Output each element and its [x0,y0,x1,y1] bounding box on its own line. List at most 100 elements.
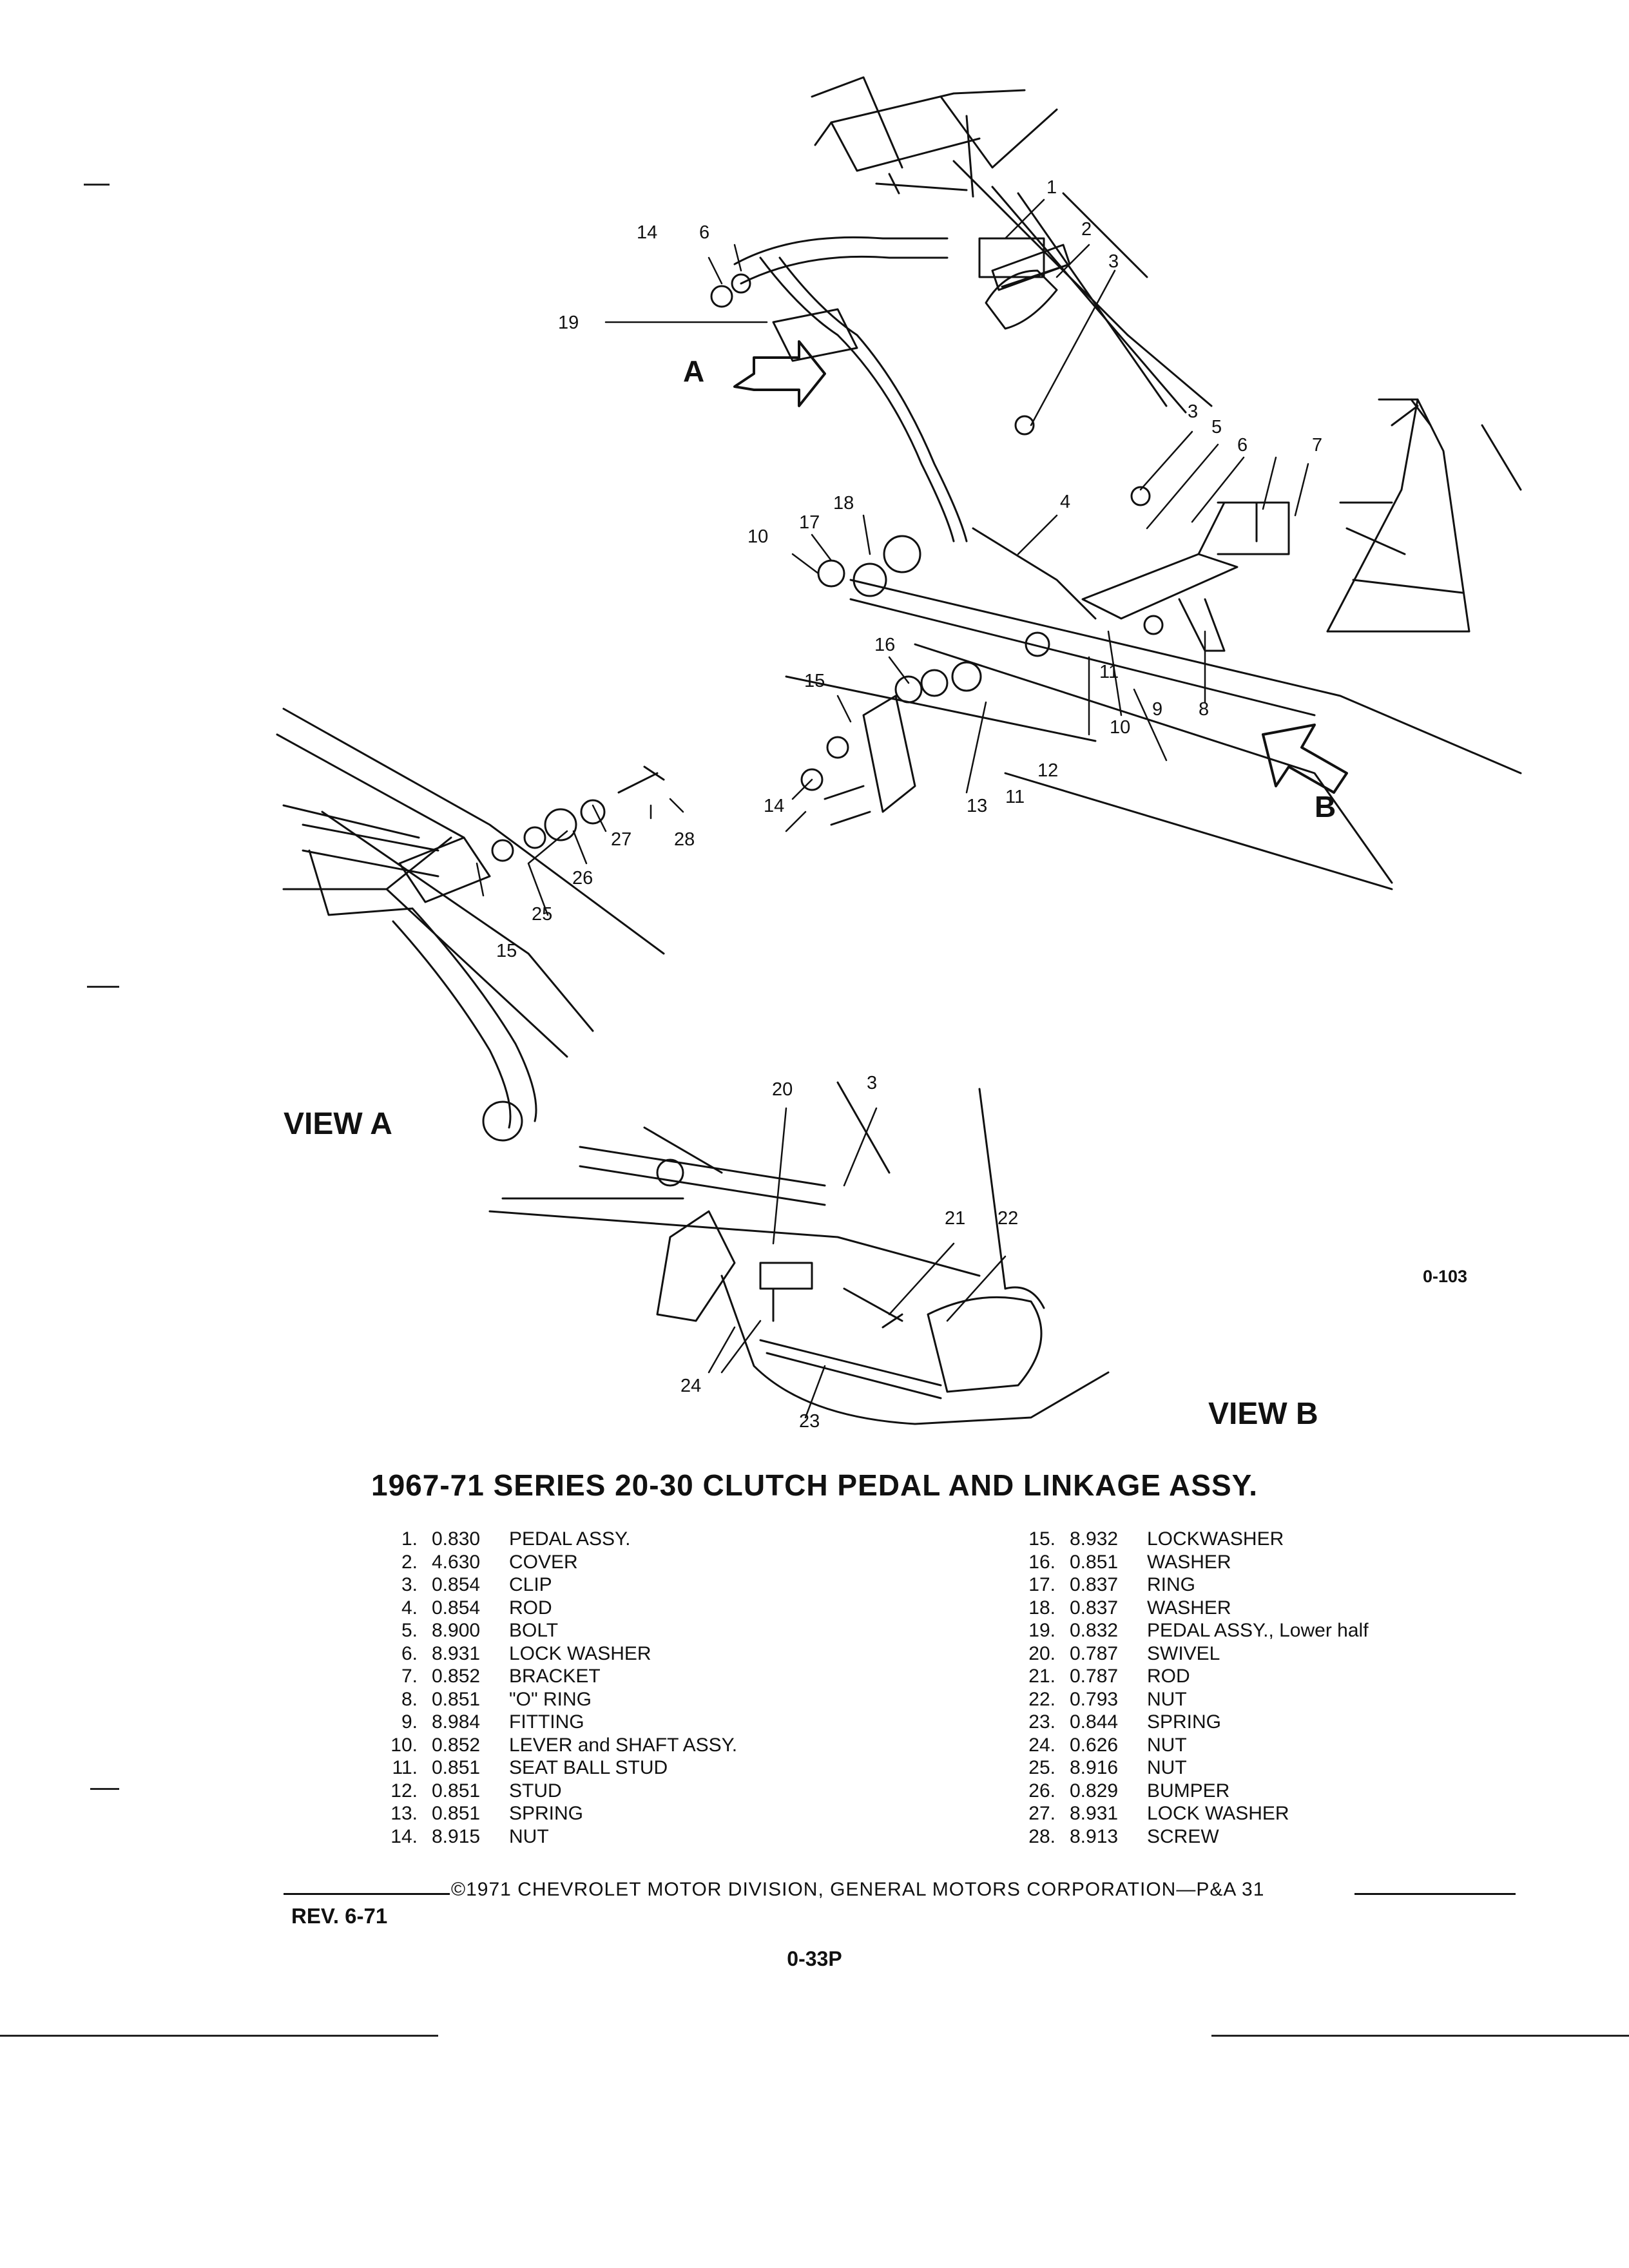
callout: 10 [1110,717,1130,738]
part-group-code: 8.931 [1070,1803,1119,1824]
view-b-swivel [759,1262,813,1322]
part-description: PEDAL ASSY., Lower half [1147,1620,1369,1641]
part-description: LOCK WASHER [1147,1803,1289,1824]
part-description: COVER [509,1551,578,1573]
callout: 5 [1211,417,1222,437]
legend-item: 28. 8.913 SCREW [1005,1826,1369,1849]
part-description: LOCKWASHER [1147,1528,1284,1550]
rule-right [1354,1893,1516,1895]
item-number: 4. [401,1597,418,1619]
item-number: 9. [401,1711,418,1733]
view-b-lower-panel [720,1274,1110,1425]
part-group-code: 8.913 [1070,1825,1119,1847]
part-description: STUD [509,1780,562,1802]
item-number: 21. [1028,1666,1055,1687]
cab-outer-edges [811,76,1213,414]
view-a-bracket [398,836,491,903]
callout: 14 [637,222,657,243]
callout: 12 [1037,760,1058,781]
callout: 15 [496,941,517,961]
pushrod-4 [972,527,1097,620]
part-description: LEVER and SHAFT ASSY. [509,1734,738,1756]
part-group-code: 0.844 [1070,1711,1119,1733]
part-description: NUT [509,1825,549,1847]
binder-mark [90,1788,119,1790]
part-group-code: 0.787 [1070,1642,1119,1664]
callout: 15 [804,671,825,691]
part-group-code: 0.829 [1070,1780,1119,1802]
part-group-code: 4.630 [432,1551,481,1573]
callout: 2 [1081,219,1092,240]
item-number: 20. [1028,1642,1055,1664]
view-b-spring [759,1339,942,1399]
item-number: 10. [390,1734,418,1756]
rule-left [284,1893,450,1895]
callout: 8 [1199,699,1209,720]
copyright-line: ©1971 CHEVROLET MOTOR DIVISION, GENERAL … [284,1878,1516,1903]
item-number: 14. [390,1825,418,1847]
view-a-pedal-pad [482,1100,523,1142]
part-group-code: 8.900 [432,1620,481,1641]
part-description: BRACKET [509,1666,601,1687]
cover-2 [985,269,1058,330]
right-panel-edge [1391,398,1522,491]
binder-mark [87,986,119,988]
callout: 9 [1152,699,1162,720]
fitting-9 [1143,615,1164,635]
item-number: 16. [1028,1551,1055,1573]
callout: 6 [1237,435,1248,456]
callout: 16 [874,635,895,655]
bottom-edge-rule [0,2035,438,2037]
part-description: SPRING [1147,1711,1222,1733]
callout: 11 [1099,662,1119,682]
nut-14-upper [710,273,751,308]
leader-lines [476,198,1309,1419]
callout: 28 [674,829,695,850]
item-number: 28. [1028,1825,1055,1847]
item-number: 13. [390,1803,418,1824]
item-number: 5. [401,1620,418,1641]
copyright-text: ©1971 CHEVROLET MOTOR DIVISION, GENERAL … [451,1879,1265,1900]
part-description: "O" RING [509,1688,592,1710]
part-group-code: 0.832 [1070,1620,1119,1641]
view-b-shaft [579,1146,826,1206]
item-number: 7. [401,1666,418,1687]
part-group-code: 0.787 [1070,1666,1119,1687]
part-description: WASHER [1147,1551,1231,1573]
item-number: 15. [1028,1528,1055,1550]
callout: 27 [611,829,631,850]
part-description: ROD [509,1597,552,1619]
binder-mark [84,184,110,186]
washers-stud [894,631,1050,704]
part-description: FITTING [509,1711,584,1733]
part-description: NUT [1147,1757,1187,1778]
clutch-pedal-arm [759,256,968,543]
diagram-title: 1967-71 SERIES 20-30 CLUTCH PEDAL AND LI… [371,1468,1258,1502]
part-description: SCREW [1147,1825,1219,1847]
item-number: 6. [401,1642,418,1664]
callout: 11 [1005,787,1025,807]
part-description: BUMPER [1147,1780,1230,1802]
washers-upper [817,535,921,597]
lever-8-9 [1178,598,1226,652]
callout: 22 [998,1208,1018,1229]
callout: 3 [867,1073,877,1093]
pedal-bracket [772,308,858,362]
part-description: BOLT [509,1620,559,1641]
item-number: 8. [401,1688,418,1710]
item-number: 12. [390,1780,418,1802]
view-a-frame [276,707,665,1058]
part-group-code: 0.837 [1070,1574,1119,1595]
